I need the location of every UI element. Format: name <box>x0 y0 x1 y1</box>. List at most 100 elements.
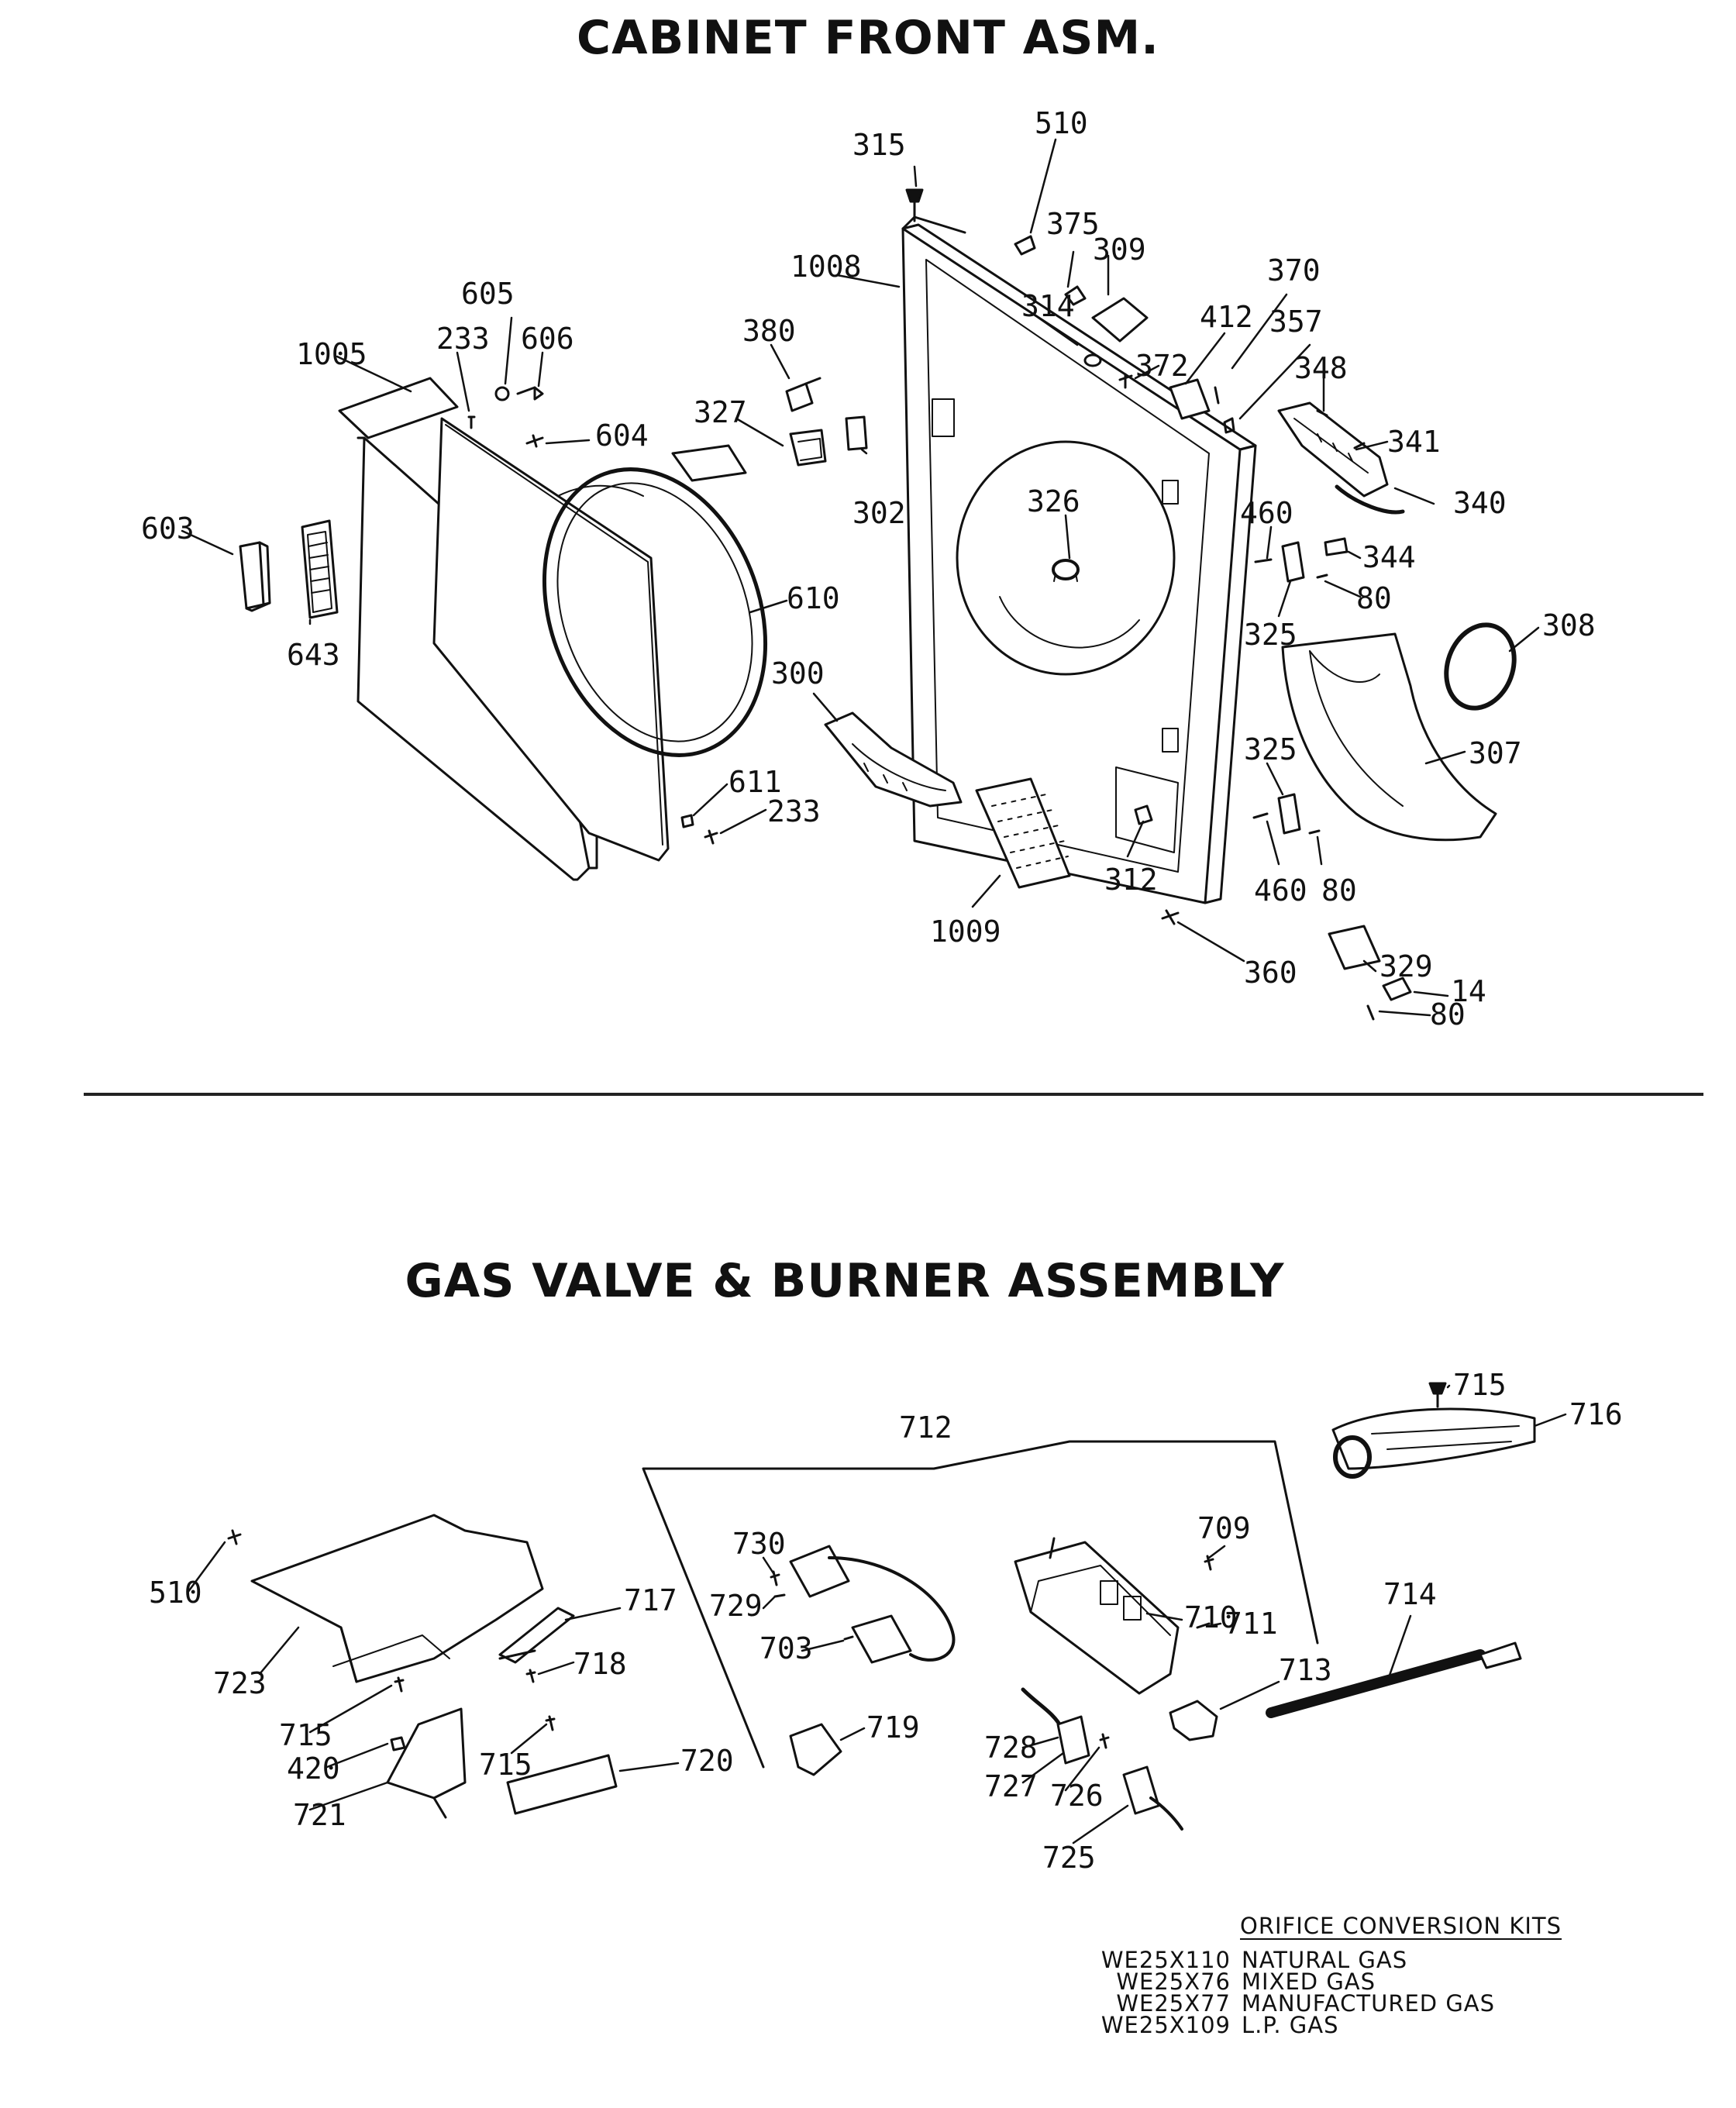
top-screw <box>905 188 924 222</box>
part-label: 357 <box>1269 305 1323 339</box>
part-label: 725 <box>1042 1841 1096 1875</box>
exhaust-duct <box>1281 632 1497 842</box>
gas-hose <box>1266 1641 1522 1718</box>
part-label: 460 <box>1240 496 1293 530</box>
upper-switch-group <box>1254 537 1348 583</box>
part-label: 719 <box>866 1710 920 1745</box>
part-label: 375 <box>1046 207 1100 241</box>
part-label: 370 <box>1267 253 1321 288</box>
part-label: 372 <box>1135 349 1189 383</box>
part-label: 327 <box>694 395 747 429</box>
part-label: 510 <box>1035 106 1088 140</box>
lint-trap-housing <box>1277 401 1405 515</box>
part-label: 233 <box>767 794 821 828</box>
kit-name: MIXED GAS <box>1242 1968 1376 1995</box>
part-label: 360 <box>1244 956 1297 990</box>
part-label: 728 <box>984 1731 1038 1765</box>
part-label: 460 <box>1254 873 1307 908</box>
valve-coils <box>770 1545 956 1664</box>
part-label: 308 <box>1542 608 1596 642</box>
part-label: 703 <box>760 1631 813 1665</box>
part-label: 716 <box>1569 1397 1623 1431</box>
igniter <box>1122 1765 1183 1831</box>
part-label: 307 <box>1469 736 1522 770</box>
part-label: 713 <box>1279 1653 1332 1687</box>
door-cover-sheet <box>338 377 459 439</box>
igniter-switch <box>789 1723 842 1776</box>
part-label: 726 <box>1050 1779 1104 1813</box>
part-label: 326 <box>1027 484 1080 518</box>
part-label: 340 <box>1453 486 1507 520</box>
part-label: 1008 <box>790 250 862 284</box>
door-lower-hardware <box>680 814 718 845</box>
part-label: 80 <box>1356 581 1392 615</box>
cabinet-front-title: CABINET FRONT ASM. <box>577 11 1159 65</box>
vent-grille <box>975 777 1071 889</box>
top-hardware <box>1014 235 1149 389</box>
part-label: 1005 <box>296 337 367 371</box>
bottom-bracket <box>1328 925 1412 1021</box>
door-inner-liner <box>432 417 670 862</box>
burner <box>1331 1407 1536 1479</box>
part-label: 729 <box>709 1589 763 1623</box>
part-label: 723 <box>213 1666 267 1700</box>
part-label: 325 <box>1244 618 1297 652</box>
panel-screw <box>1161 909 1180 925</box>
screw-420 <box>390 1736 406 1752</box>
part-label: 14 <box>1451 974 1486 1008</box>
part-label: 344 <box>1362 540 1416 574</box>
part-label: 730 <box>732 1527 786 1561</box>
valve-bolt <box>498 1607 575 1664</box>
part-label: 710 <box>1184 1600 1238 1634</box>
door-handle <box>239 541 271 612</box>
part-label: 302 <box>852 496 906 530</box>
part-label: 610 <box>787 581 840 615</box>
igniter-bracket <box>386 1707 467 1819</box>
part-label: 300 <box>771 656 825 691</box>
part-label: 341 <box>1387 425 1441 459</box>
screw-715-mid <box>545 1715 556 1731</box>
gas-valve-title: GAS VALVE & BURNER ASSEMBLY <box>405 1254 1285 1308</box>
panel-switch <box>1134 804 1153 825</box>
drum-hub <box>1052 559 1080 582</box>
door-hardware <box>467 386 544 448</box>
part-labels: 315 510 375 309 1008 370 314 412 357 605… <box>141 106 1623 1875</box>
assembly-712-bracket <box>642 1440 1319 1769</box>
part-label: 314 <box>1021 289 1075 323</box>
top-bracket <box>1169 378 1211 420</box>
part-label: 727 <box>984 1769 1038 1803</box>
door-switch-button <box>785 377 822 412</box>
kit-code: WE25X110 <box>1100 1947 1231 1973</box>
part-label: 720 <box>680 1744 734 1778</box>
part-label: 380 <box>742 314 796 348</box>
part-label: 714 <box>1383 1577 1437 1611</box>
gas-valve-body <box>1014 1537 1214 1695</box>
part-label: 315 <box>852 128 906 162</box>
part-label: 412 <box>1200 300 1253 334</box>
kit-name: NATURAL GAS <box>1242 1947 1408 1973</box>
part-label: 80 <box>1321 873 1357 908</box>
part-label: 718 <box>574 1647 627 1681</box>
part-label: 709 <box>1197 1511 1251 1545</box>
part-label: 312 <box>1104 863 1158 897</box>
part-label: 329 <box>1380 949 1433 983</box>
part-label: 420 <box>287 1752 340 1786</box>
orifice-kits-heading: ORIFICE CONVERSION KITS <box>1240 1913 1562 1939</box>
part-label: 605 <box>461 277 515 311</box>
part-label: 711 <box>1224 1607 1278 1641</box>
part-label: 1009 <box>930 914 1001 949</box>
kit-code: WE25X109 <box>1100 2012 1231 2038</box>
part-label: 643 <box>287 638 340 672</box>
valve-fitting <box>1169 1700 1218 1741</box>
part-label: 715 <box>1453 1368 1507 1402</box>
kit-row: WE25X110 NATURAL GAS <box>1093 1947 1407 1973</box>
part-label: 715 <box>279 1718 332 1752</box>
kit-name: L.P. GAS <box>1242 2012 1339 2038</box>
part-label: 325 <box>1244 732 1297 766</box>
small-screw-718 <box>525 1669 536 1683</box>
part-label: 80 <box>1430 997 1466 1032</box>
part-label: 717 <box>624 1583 677 1617</box>
part-label: 510 <box>149 1576 202 1610</box>
part-label: 611 <box>728 765 782 799</box>
